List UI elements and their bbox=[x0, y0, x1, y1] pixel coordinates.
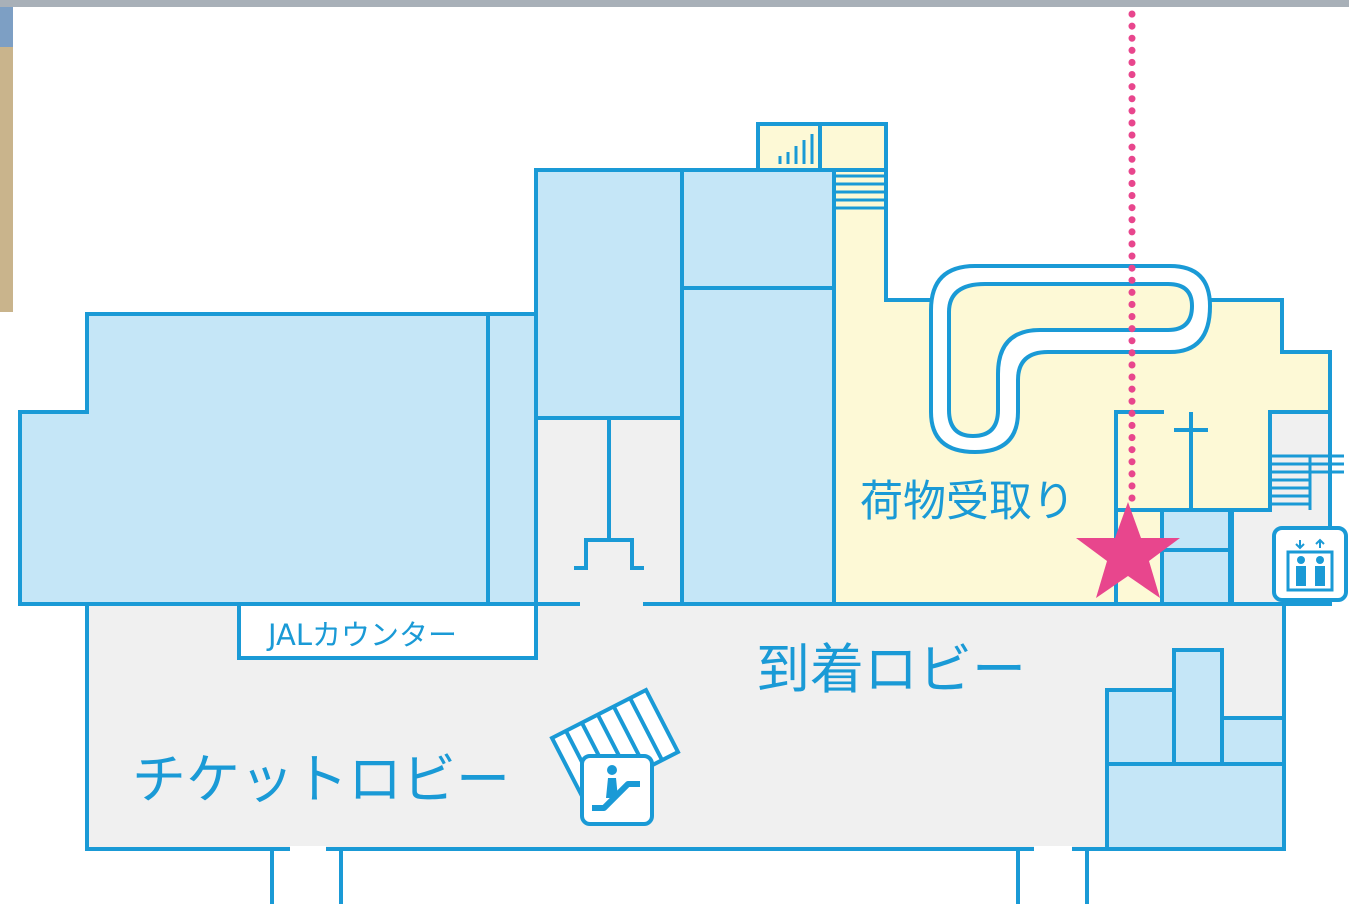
central-room-east bbox=[680, 286, 836, 606]
stairs-icon bbox=[778, 134, 814, 164]
photo-fragment bbox=[0, 7, 13, 312]
east-small-room bbox=[1160, 508, 1232, 606]
east-lobby-room-top bbox=[1172, 648, 1224, 766]
star-icon bbox=[1076, 502, 1180, 598]
jal-counter-label: JALカウンター bbox=[266, 618, 457, 652]
east-lobby-room-left bbox=[1105, 688, 1176, 766]
jal-counter-box bbox=[237, 602, 538, 660]
stairs-icon bbox=[836, 174, 886, 210]
escalator-icon bbox=[580, 754, 654, 826]
stairs-icon bbox=[1270, 454, 1344, 506]
door-icon bbox=[574, 538, 644, 570]
arrival-lobby-label: 到着ロビー bbox=[756, 638, 1026, 701]
central-room-east-top bbox=[680, 168, 836, 290]
west-wing-rooms bbox=[18, 312, 538, 606]
top-photo-strip bbox=[0, 0, 1349, 7]
east-lobby-room-bottom bbox=[1105, 762, 1286, 851]
central-room-north bbox=[534, 168, 684, 420]
ticket-lobby-label: チケットロビー bbox=[132, 748, 510, 811]
east-lobby-room-right bbox=[1220, 716, 1286, 766]
baggage-claim-label: 荷物受取り bbox=[860, 477, 1075, 527]
elevator-icon bbox=[1272, 526, 1348, 602]
